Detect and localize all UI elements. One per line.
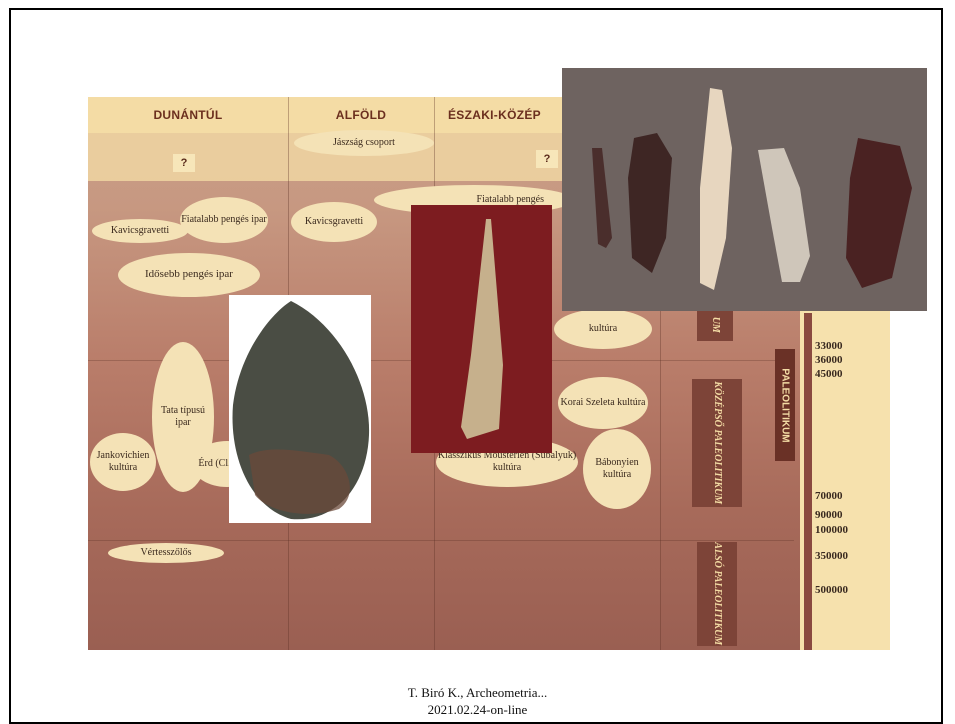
period-kozepso: KÖZÉPSŐ PALEOLITIKUM [692,379,742,507]
scale-tick: 33000 [815,340,843,352]
caption-line-1: T. Biró K., Archeometria... [0,685,955,701]
period-upper: UM [697,309,733,341]
header-dunantul: DUNÁNTÚL [88,97,288,133]
blades-image [562,68,927,311]
cell-question-1: ? [173,154,195,172]
bone-point-image [411,205,552,453]
header-alfold: ALFÖLD [288,97,434,133]
cell-kavicsgravetti-2: Kavicsgravetti [291,202,377,242]
scale-tick: 350000 [815,550,848,562]
period-upper-label: UM [709,317,721,333]
cell-babonyien: Bábonyien kultúra [583,429,651,509]
cell-vertesszolos: Vértesszőlős [108,543,224,563]
scale-tick: 90000 [815,509,843,521]
cell-idosebb: Idősebb pengés ipar [118,253,260,297]
period-also-label: ALSÓ PALEOLITIKUM [711,543,723,646]
cell-fiatalabb-1: Fiatalabb pengés ipar [180,197,268,243]
cell-question-2: ? [536,150,558,168]
scale-tick: 500000 [815,584,848,596]
photo-blades [562,68,927,311]
caption-line-2: 2021.02.24-on-line [0,702,955,718]
handaxe-image [229,295,371,523]
cell-kultura: kultúra [554,309,652,349]
period-also: ALSÓ PALEOLITIKUM [697,542,737,646]
photo-handaxe [229,295,371,523]
scale-tick: 70000 [815,490,843,502]
cell-jaszsag: Jászság csoport [294,130,434,156]
time-ruler [804,313,812,650]
period-paleolitikum-label: PALEOLITIKUM [780,368,791,442]
period-kozepso-label: KÖZÉPSŐ PALEOLITIKUM [711,382,723,505]
scale-tick: 36000 [815,354,843,366]
cell-jankovichien: Jankovichien kultúra [90,433,156,491]
period-paleolitikum: PALEOLITIKUM [775,349,795,461]
photo-bone-point [411,205,552,453]
cell-kavicsgravetti-1: Kavicsgravetti [92,219,188,243]
scale-tick: 100000 [815,524,848,536]
row-divider [88,540,794,541]
scale-tick: 45000 [815,368,843,380]
cell-korai-szeleta: Korai Szeleta kultúra [558,377,648,429]
